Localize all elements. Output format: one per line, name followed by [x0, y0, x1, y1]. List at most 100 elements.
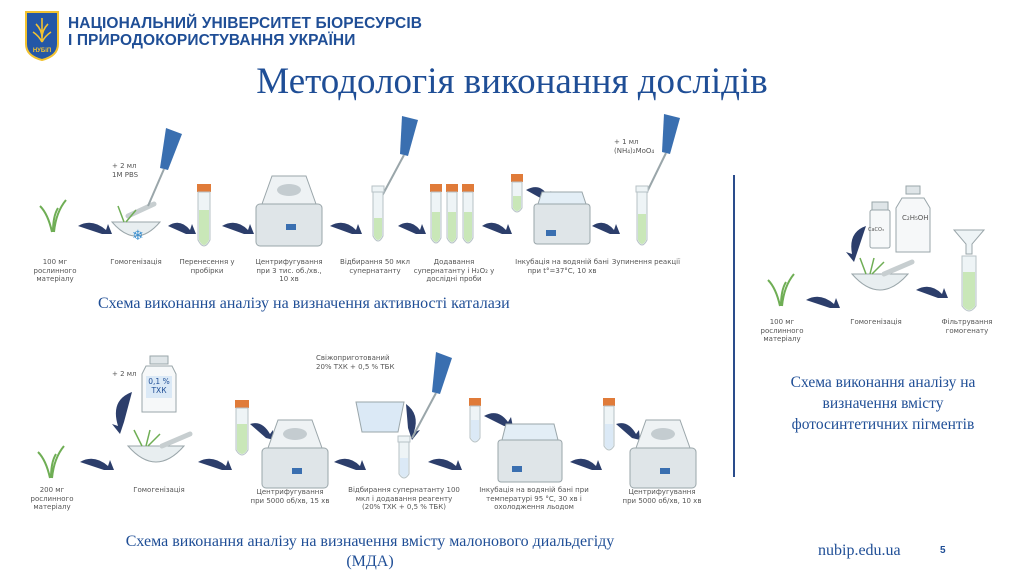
arrow-icon [592, 222, 620, 234]
step-line: Відбирання 50 мкл [340, 258, 410, 266]
step-line: при 5000 об/хв, 10 хв [622, 496, 702, 505]
step-line: при 3 тис. об./хв., [256, 266, 322, 275]
step-line: Фільтрування [941, 318, 993, 326]
university-line-2: І ПРИРОДОКОРИСТУВАННЯ УКРАЇНИ [68, 32, 356, 49]
step-line: гомогенату [945, 326, 989, 335]
caption-line: (МДА) [346, 553, 394, 570]
pipette-icon [381, 116, 418, 197]
reagent-line: + 2 мл [112, 162, 137, 170]
vertical-divider [733, 175, 735, 477]
caption-line: Схема виконання аналізу на [790, 374, 976, 391]
step-line: рослинного [760, 326, 804, 335]
arrow-icon [806, 296, 840, 308]
step-label: Перенесення у пробірки [176, 258, 238, 275]
reagent-label: + 1 мл (NH₄)₂MoO₄ [614, 138, 654, 155]
step-label: Центрифугування при 3 тис. об./хв., 10 х… [250, 258, 328, 284]
step-line: Гомогенізація [850, 318, 902, 326]
step-line: дослідні проби [426, 275, 482, 283]
reagent-line: + 1 мл [614, 138, 639, 146]
reagent-label: CaCO₃ [868, 227, 884, 233]
university-logo: НУБіП [25, 11, 59, 62]
step-line: 10 хв [279, 275, 299, 283]
reagent-label: Свіжоприготований 20% ТХК + 0,5 % ТБК [316, 354, 394, 371]
arrow-icon [334, 458, 366, 470]
arrow-icon [428, 458, 462, 470]
arrow-icon [846, 226, 866, 262]
reagent-label: + 2 мл 1M PBS [112, 162, 138, 179]
reagent-line: 1M PBS [112, 170, 139, 179]
step-label: Гомогенізація [106, 258, 166, 267]
arrow-icon [222, 222, 254, 234]
step-line: при t°=37°C, 10 хв [527, 266, 597, 275]
arrow-icon [80, 458, 114, 470]
arrow-icon [168, 222, 196, 234]
step-line: температурі 95 °C, 30 хв і [486, 494, 582, 503]
step-label: Фільтрування гомогенату [930, 318, 1004, 335]
caption-line: Схема виконання аналізу на визначення вм… [125, 533, 615, 550]
step-label: Інкубація на водяній бані при t°=37°C, 1… [512, 258, 612, 275]
step-label: Центрифугування при 5000 об/хв, 15 хв [240, 488, 340, 505]
mortar-icon [850, 257, 915, 291]
step-label: Гомогенізація [124, 486, 194, 495]
beaker-icon [355, 401, 405, 433]
slide-title: Методологія виконання дослідів [256, 61, 768, 102]
test-tube-icon [371, 185, 385, 242]
step-line: супернатанту і H₂O₂ у [413, 266, 495, 275]
bottle-label: 0,1 % ТХК [146, 377, 172, 395]
funnel-tube-icon [952, 229, 986, 312]
step-line: мкл і додавання реагенту [355, 494, 453, 503]
pipette-icon [645, 114, 680, 195]
snowflake-icon: ❄ [132, 227, 144, 243]
step-line: Перенесення у [179, 258, 235, 266]
test-tubes-icon [430, 184, 474, 244]
step-label: Додавання супернатанту і H₂O₂ у дослідні… [412, 258, 496, 284]
step-line: Інкубація на водяній бані при [479, 486, 589, 494]
page-number: 5 [940, 545, 946, 556]
step-line: при 5000 об/хв, 15 хв [250, 496, 330, 505]
test-tube-icon [511, 174, 523, 213]
reagent-line: 20% ТХК + 0,5 % ТБК [316, 362, 395, 371]
step-label: 100 мг рослинного матеріалу [30, 258, 80, 284]
reagent-vial-icon [869, 201, 891, 249]
step-line: 100 мг [769, 318, 795, 326]
arrow-icon [482, 222, 512, 234]
arrow-icon [250, 423, 274, 440]
step-line: Центрифугування [255, 258, 323, 266]
arrow-icon [406, 404, 420, 440]
plant-icon [39, 199, 67, 233]
water-bath-icon [533, 191, 591, 245]
plant-icon [37, 445, 65, 479]
arrow-icon [112, 392, 132, 434]
centrifuge-icon [261, 419, 329, 489]
pipette-icon [411, 352, 452, 439]
test-tube-icon [603, 398, 615, 451]
test-tube-icon [197, 184, 211, 247]
university-name: НАЦІОНАЛЬНИЙ УНІВЕРСИТЕТ БІОРЕСУРСІВ І П… [68, 15, 422, 49]
university-line-1: НАЦІОНАЛЬНИЙ УНІВЕРСИТЕТ БІОРЕСУРСІВ [68, 15, 423, 32]
footer-site[interactable]: nubip.edu.ua [818, 542, 901, 559]
step-line: матеріалу [36, 275, 74, 283]
step-line: охолодження льодом [494, 503, 574, 511]
arrow-icon [330, 222, 362, 234]
pigments-caption: Схема виконання аналізу на визначення вм… [748, 372, 1018, 435]
mortar-icon [126, 429, 193, 463]
step-line: матеріалу [763, 335, 801, 343]
step-line: рослинного [33, 266, 77, 275]
reagent-line: (NH₄)₂MoO₄ [614, 146, 655, 155]
step-line: Відбирання супернатанту 100 [348, 486, 460, 494]
step-line: Гомогенізація [110, 258, 162, 266]
centrifuge-icon [629, 419, 697, 489]
arrow-icon [616, 423, 640, 440]
water-bath-icon [497, 423, 563, 483]
step-line: Гомогенізація [133, 486, 185, 494]
logo-text: НУБіП [33, 48, 51, 54]
step-line: матеріалу [33, 503, 71, 511]
arrow-icon [570, 458, 602, 470]
plant-icon [767, 273, 795, 307]
step-label: Відбирання супернатанту 100 мкл і додава… [344, 486, 464, 512]
test-tube-icon [235, 400, 249, 456]
step-line: Інкубація на водяній бані [515, 258, 609, 266]
step-line: рослинного [30, 494, 74, 503]
